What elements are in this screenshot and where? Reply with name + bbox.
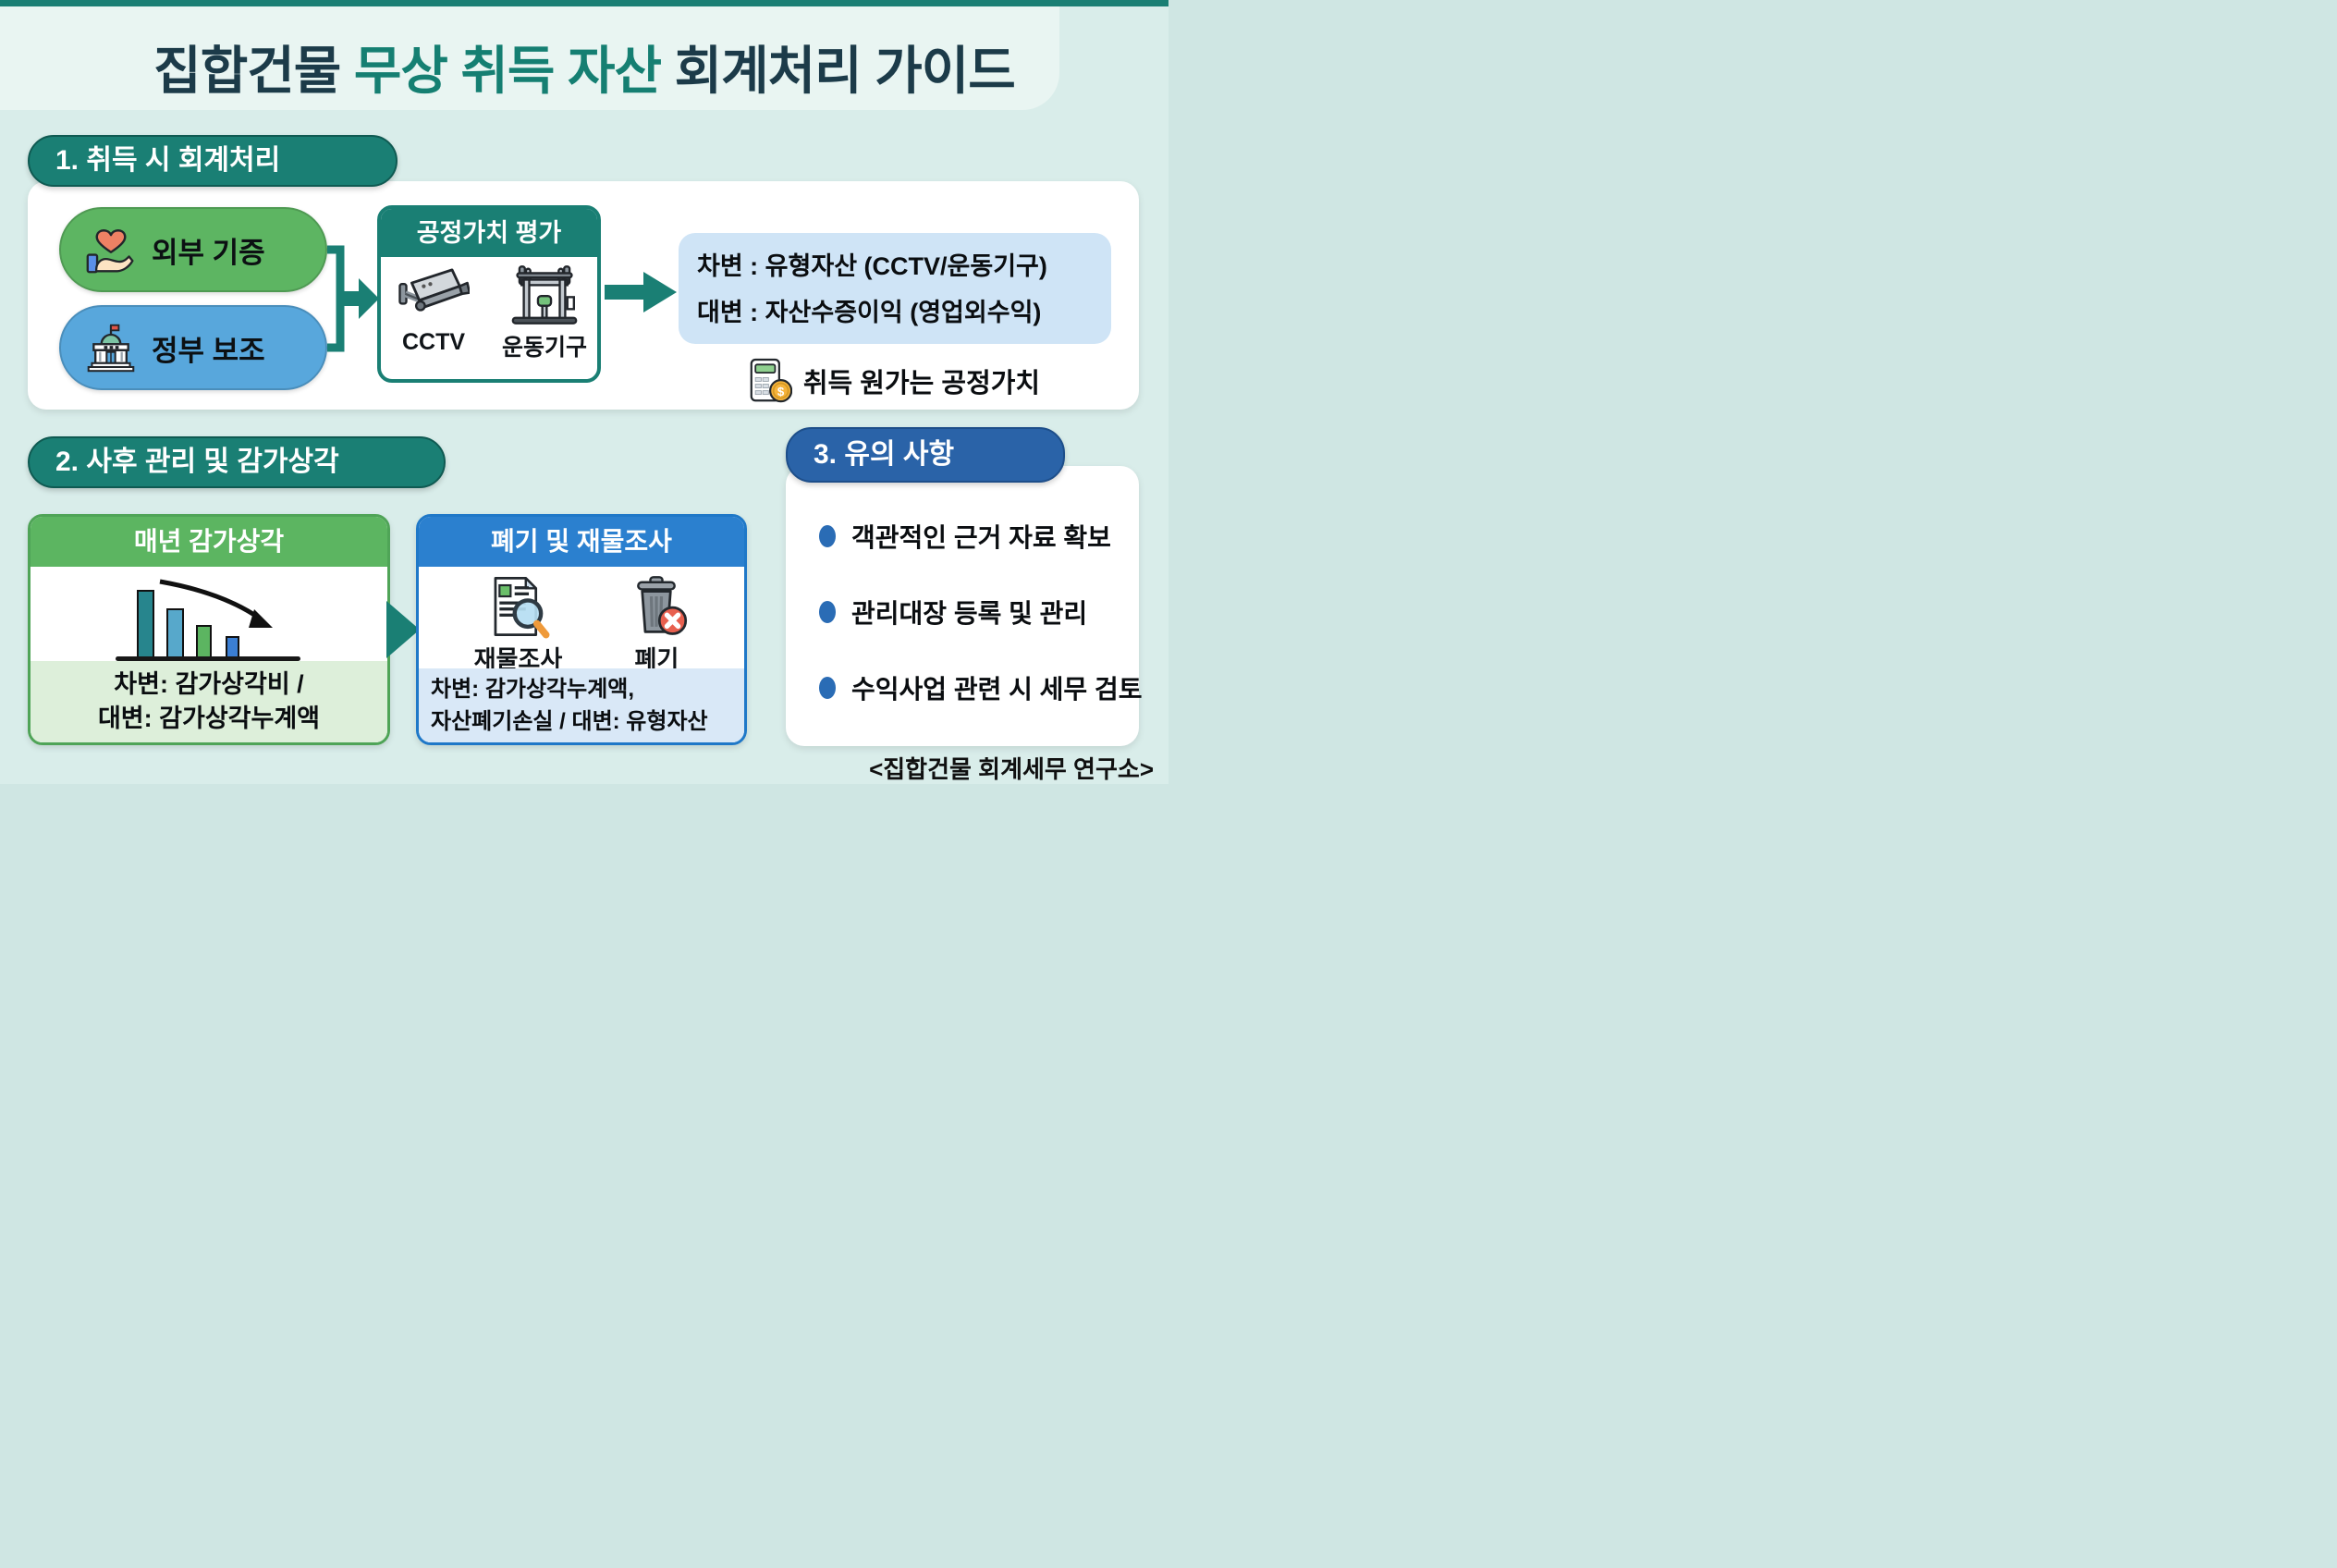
fair-value-title: 공정가치 평가	[381, 209, 597, 257]
top-accent-bar	[0, 0, 1168, 6]
caution-bullet-list: 객관적인 근거 자료 확보 관리대장 등록 및 관리 수익사업 관련 시 세무 …	[819, 518, 1142, 706]
disposal-inventory-card: 폐기 및 재물조사 재물조사	[416, 514, 747, 745]
caution-item-ledger: 관리대장 등록 및 관리	[819, 594, 1142, 631]
bullet-dot-icon	[819, 677, 836, 699]
section1-card: 외부 기증 정부 보조	[28, 181, 1139, 410]
acquisition-cost-note-label: 취득 원가는 공정가치	[802, 369, 1041, 398]
bullet-dot-icon	[819, 601, 836, 623]
depreciation-journal-footer: 차변: 감가상각비 / 대변: 감가상각누계액	[31, 661, 387, 742]
heart-in-hand-icon	[86, 229, 134, 274]
disposal-journal-footer: 차변: 감가상각누계액, 자산폐기손실 / 대변: 유형자산	[419, 668, 744, 742]
external-donation-label: 외부 기증	[152, 236, 265, 269]
caution-item-label: 객관적인 근거 자료 확보	[851, 523, 1111, 552]
bullet-dot-icon	[819, 525, 836, 547]
caution-item-label: 수익사업 관련 시 세무 검토	[851, 675, 1143, 704]
journal-debit-line: 차변 : 유형자산 (CCTV/운동기구)	[697, 252, 1047, 280]
acquisition-journal-box: 차변 : 유형자산 (CCTV/운동기구) 대변 : 자산수증이익 (영업외수익…	[679, 233, 1111, 344]
cctv-camera-icon	[398, 268, 470, 312]
page-title-part3: 회계처리 가이드	[661, 42, 1016, 100]
depreciation-journal-line2: 대변: 감가상각누계액	[97, 704, 321, 732]
caution-item-label: 관리대장 등록 및 관리	[851, 599, 1088, 628]
depreciation-journal-line1: 차변: 감가상각비 /	[114, 670, 304, 698]
caution-item-evidence: 객관적인 근거 자료 확보	[819, 518, 1142, 555]
flow-arrow-right	[605, 272, 677, 312]
section2-header-pill: 2. 사후 관리 및 감가상각	[28, 436, 446, 488]
merge-bracket-arrow	[327, 245, 379, 352]
page-title: 집합건물 무상 취득 자산 회계처리 가이드	[0, 30, 1168, 104]
page-title-part2: 무상 취득 자산	[353, 42, 662, 100]
section3-card	[786, 466, 1139, 746]
flow-arrow-between-cards	[386, 601, 420, 658]
caution-item-tax: 수익사업 관련 시 세무 검토	[819, 669, 1142, 706]
fair-value-item-gym: 운동기구	[497, 264, 592, 362]
trash-x-icon	[637, 576, 688, 635]
disposal-journal-line2: 자산폐기손실 / 대변: 유형자산	[431, 709, 708, 734]
cctv-label: CCTV	[401, 329, 466, 355]
government-subsidy-pill: 정부 보조	[59, 305, 327, 390]
inventory-check-item: 재물조사	[474, 574, 562, 675]
annual-depreciation-title: 매년 감가상각	[31, 517, 387, 567]
page-title-part1: 집합건물	[153, 42, 354, 100]
disposal-inventory-title: 폐기 및 재물조사	[419, 517, 744, 567]
fair-value-items: CCTV	[381, 264, 597, 362]
calculator-coin-icon: $	[750, 358, 792, 403]
journal-credit-line: 대변 : 자산수증이익 (영업외수익)	[697, 299, 1042, 326]
declining-bar-chart-icon	[116, 579, 300, 661]
infographic-page: 집합건물 무상 취득 자산 회계처리 가이드 1. 취득 시 회계처리 외부 기…	[0, 0, 1168, 784]
gym-equipment-icon	[511, 265, 578, 325]
title-background-band	[0, 6, 1059, 110]
svg-text:$: $	[777, 385, 785, 398]
government-building-icon	[87, 324, 135, 373]
government-subsidy-label: 정부 보조	[152, 334, 265, 367]
document-magnifier-icon	[494, 577, 550, 639]
acquisition-cost-note: $ 취득 원가는 공정가치	[679, 357, 1111, 405]
fair-value-box: 공정가치 평가 CCTV	[377, 205, 601, 383]
fair-value-item-cctv: CCTV	[386, 264, 481, 362]
source-credit: <집합건물 회계세무 연구소>	[869, 755, 1154, 783]
section1-header-pill: 1. 취득 시 회계처리	[28, 135, 398, 187]
disposal-item: 폐기	[624, 574, 689, 675]
section3-header-pill: 3. 유의 사항	[786, 427, 1065, 483]
annual-depreciation-card: 매년 감가상각 차변: 감가상각비 / 대변: 감가상각누계액	[28, 514, 390, 745]
disposal-journal-line1: 차변: 감가상각누계액,	[431, 677, 635, 702]
gym-equipment-label: 운동기구	[501, 335, 587, 361]
external-donation-pill: 외부 기증	[59, 207, 327, 292]
